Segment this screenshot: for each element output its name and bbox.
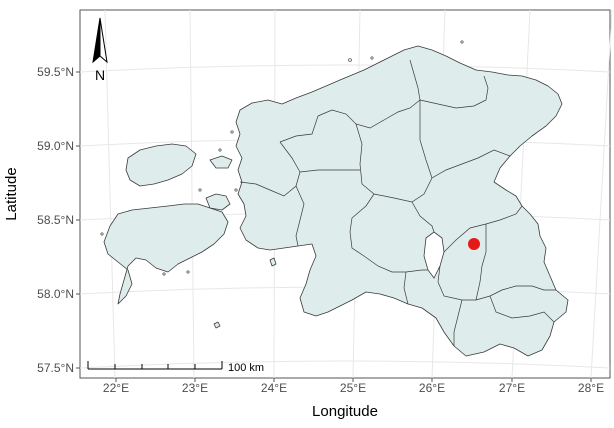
- x-tick-label-23: 23°E: [182, 381, 208, 395]
- scale-bar-label: 100 km: [228, 362, 264, 374]
- mainland-estonia: [235, 45, 569, 357]
- county-border: [349, 193, 428, 273]
- x-tick-label-22: 22°E: [103, 381, 129, 395]
- y-tick-label-58-5: 58.5°N: [37, 213, 74, 227]
- county-border: [453, 299, 463, 346]
- county-border: [317, 59, 421, 129]
- island-hiiumaa: [125, 143, 197, 187]
- north-arrow-label: N: [95, 67, 105, 83]
- island-muhu: [205, 193, 231, 211]
- island-ruhnu: [213, 321, 221, 329]
- islet: [218, 148, 222, 152]
- y-tick-label-58-0: 58.0°N: [37, 287, 74, 301]
- county-border: [419, 100, 433, 179]
- x-tick-label-27: 27°E: [499, 381, 525, 395]
- x-tick-label-25: 25°E: [340, 381, 366, 395]
- grid-line-lon-28: [590, 9, 613, 379]
- x-axis-ticks: [115, 378, 592, 382]
- county-border: [239, 141, 301, 197]
- x-tick-label-26: 26°E: [419, 381, 445, 395]
- y-axis-title: Latitude: [3, 167, 20, 220]
- county-borders: [239, 59, 556, 346]
- location-marker: [468, 238, 480, 250]
- grid-line-lat-59-5: [79, 64, 611, 73]
- county-border: [403, 271, 409, 305]
- island-kihnu: [269, 257, 277, 267]
- north-arrow-icon: [92, 17, 108, 64]
- islet: [370, 56, 374, 60]
- islet: [234, 188, 238, 192]
- county-border: [419, 75, 489, 109]
- county-border: [279, 115, 319, 143]
- grid-line-lon-23: [189, 9, 195, 379]
- county-border: [411, 201, 435, 233]
- x-tick-label-24: 24°E: [261, 381, 287, 395]
- land-areas: [103, 45, 569, 357]
- islet: [198, 188, 202, 192]
- y-tick-label-57-5: 57.5°N: [37, 361, 74, 375]
- x-axis-title: Longitude: [312, 403, 378, 420]
- islet: [348, 58, 352, 62]
- x-tick-label-28: 28°E: [578, 381, 604, 395]
- county-border: [373, 149, 511, 203]
- islet: [230, 130, 234, 134]
- county-border: [299, 169, 360, 173]
- islet: [100, 232, 104, 236]
- y-axis-ticks: [76, 71, 80, 369]
- y-tick-label-59-0: 59.0°N: [37, 139, 74, 153]
- island-saaremaa: [103, 203, 229, 305]
- grid-line-lon-22: [104, 9, 116, 379]
- y-tick-label-59-5: 59.5°N: [37, 65, 74, 79]
- county-border: [295, 185, 305, 247]
- islets: [100, 40, 464, 276]
- islet: [460, 40, 464, 44]
- county-border: [489, 295, 555, 323]
- county-border: [355, 123, 375, 195]
- scale-bar: [87, 361, 223, 370]
- island-vormsi: [209, 155, 233, 169]
- grid-line-lat-57-5: [79, 360, 611, 369]
- county-border: [475, 224, 487, 301]
- islet: [162, 272, 166, 276]
- islet: [186, 270, 190, 274]
